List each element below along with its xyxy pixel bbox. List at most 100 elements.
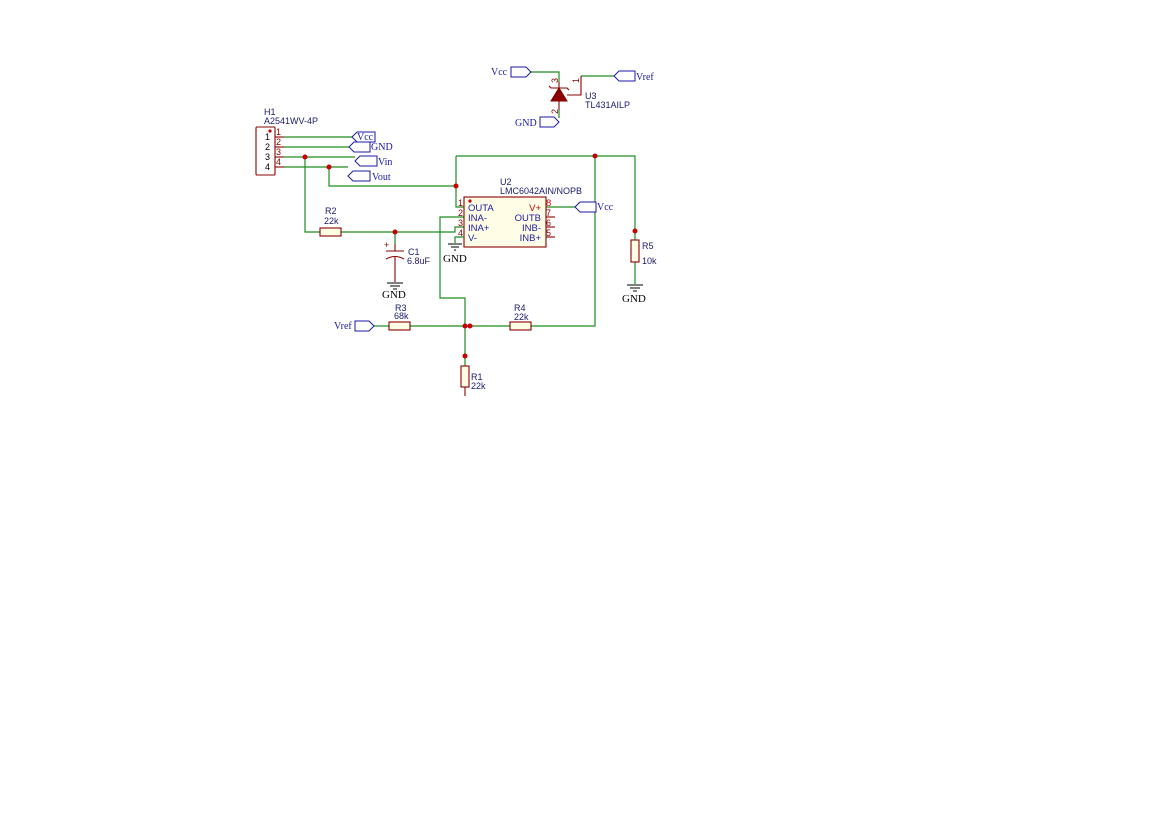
u2-pin-name-outb: OUTB [515,213,541,224]
port-vref-divider-label: Vref [334,321,352,332]
r4-body [509,321,532,331]
h1-label-1: 1 [265,132,270,142]
r4-value: 22k [514,312,529,322]
r1-ref: R1 [471,372,483,382]
h1-label-3: 3 [265,152,270,162]
junctions [302,153,638,359]
r5-value: 10k [642,256,657,266]
u3-pin-1: 1 [571,78,581,83]
h1-pin-1: 1 [276,127,281,137]
h1-label-4: 4 [265,162,270,172]
h1-pin-2: 2 [276,137,281,147]
junction-divider-b [467,323,473,329]
u2-pin-name-v-minus: V- [468,233,477,244]
net-labels: Vcc GND Vin Vout Vcc Vref Vcc [334,66,654,332]
u3-diode-triangle [550,87,568,102]
u2-pin1-marker [468,199,472,203]
r2-ref: R2 [325,206,337,216]
port-vin[interactable]: Vin [354,155,392,168]
port-vref-divider[interactable]: Vref [334,320,375,332]
u3-pin-2: 2 [550,109,560,114]
capacitor-c1[interactable]: + C1 6.8uF GND [382,240,431,301]
resistor-r2[interactable]: R2 22k [319,206,342,237]
port-gnd-h1[interactable]: GND [348,141,393,153]
r5-gnd-label: GND [622,293,646,305]
junction-top [592,153,598,159]
r1-body [460,365,470,388]
r3-value: 68k [394,311,409,321]
wires [284,71,636,366]
r5-gnd-symbol: GND [622,284,646,305]
u2-pin-3: 3 [458,218,463,228]
r2-value: 22k [324,216,339,226]
port-gnd-u3[interactable]: GND [515,116,560,129]
u2-ref: U2 [500,177,512,187]
port-vcc-u3-label: Vcc [491,67,508,78]
port-gnd-u3-label: GND [515,118,537,129]
u2-gnd-symbol: GND [443,243,467,265]
u3-value: TL431AILP [585,100,630,110]
c1-gnd-symbol: GND [382,282,406,301]
u2-pin-1: 1 [458,198,463,208]
resistor-r3[interactable]: R3 68k [388,303,411,331]
h1-label-2: 2 [265,142,270,152]
port-vref-u3[interactable]: Vref [613,70,654,83]
r3-body [388,321,411,331]
h1-ref: H1 [264,107,276,117]
wire-r2-ina-plus [341,226,464,233]
r1-value: 22k [471,381,486,391]
c1-polarity: + [384,240,389,250]
u2-pin-name-inb-minus: INB- [522,223,541,234]
port-vcc-h1[interactable]: Vcc [351,131,376,143]
junction-vout [326,164,332,170]
port-vcc-u2[interactable]: Vcc [574,201,614,213]
r5-ref: R5 [642,241,654,251]
connector-h1[interactable]: H1 A2541WV-4P 1 2 3 4 1 2 3 4 [255,107,318,176]
u2-pin-name-v-plus: V+ [529,203,541,214]
u2-value: LMC6042AIN/NOPB [500,186,582,196]
junction-outa [453,183,459,189]
u2-pin-6: 6 [546,218,551,228]
h1-pin1-marker [268,129,272,133]
c1-gnd-label: GND [382,289,406,301]
h1-pin-3: 3 [276,147,281,157]
r2-body [319,227,342,237]
h1-value: A2541WV-4P [264,116,318,126]
u3-ref: U3 [585,91,597,101]
u2-pin-7: 7 [546,208,551,218]
junction-r1 [462,353,468,359]
wire-outa-pin1 [455,156,464,208]
ic-u3[interactable]: 3 1 2 U3 TL431AILP [548,76,630,114]
u2-pin-name-ina-plus: INA+ [468,223,490,234]
wire-top-feedback [456,155,636,240]
port-vin-label: Vin [378,157,392,168]
port-vref-u3-label: Vref [636,72,654,83]
ic-u2[interactable]: U2 LMC6042AIN/NOPB OUTA INA- INA+ V- V+ … [443,177,582,265]
u2-pin-name-ina-minus: INA- [468,213,487,224]
port-vout[interactable]: Vout [347,170,391,183]
resistor-r4[interactable]: R4 22k [509,303,532,331]
r5-body [630,239,640,263]
u2-pin-name-outa: OUTA [468,203,494,214]
resistor-r5[interactable]: R5 10k GND [622,239,657,305]
junction-c1 [392,229,398,235]
r4-ref: R4 [514,303,526,313]
wire-vin-r2 [304,157,320,233]
wire-vout-outa [328,167,456,187]
port-vcc-u3[interactable]: Vcc [491,66,532,78]
port-vcc-u2-label: Vcc [597,202,614,213]
c1-ref: C1 [408,247,420,257]
junction-divider-a [462,323,468,329]
junction-r5 [632,228,638,234]
u2-pin-4: 4 [458,228,463,238]
wire-u3-vcc [531,71,560,82]
resistor-r1[interactable]: R1 22k [460,365,486,396]
h1-body [255,126,276,176]
u2-body [463,196,547,248]
junction-vin [302,154,308,160]
u2-pin-8: 8 [546,198,551,209]
wire-ina-minus [439,216,466,326]
u2-gnd-label: GND [443,253,467,265]
wire-r4-feedback [531,156,596,327]
